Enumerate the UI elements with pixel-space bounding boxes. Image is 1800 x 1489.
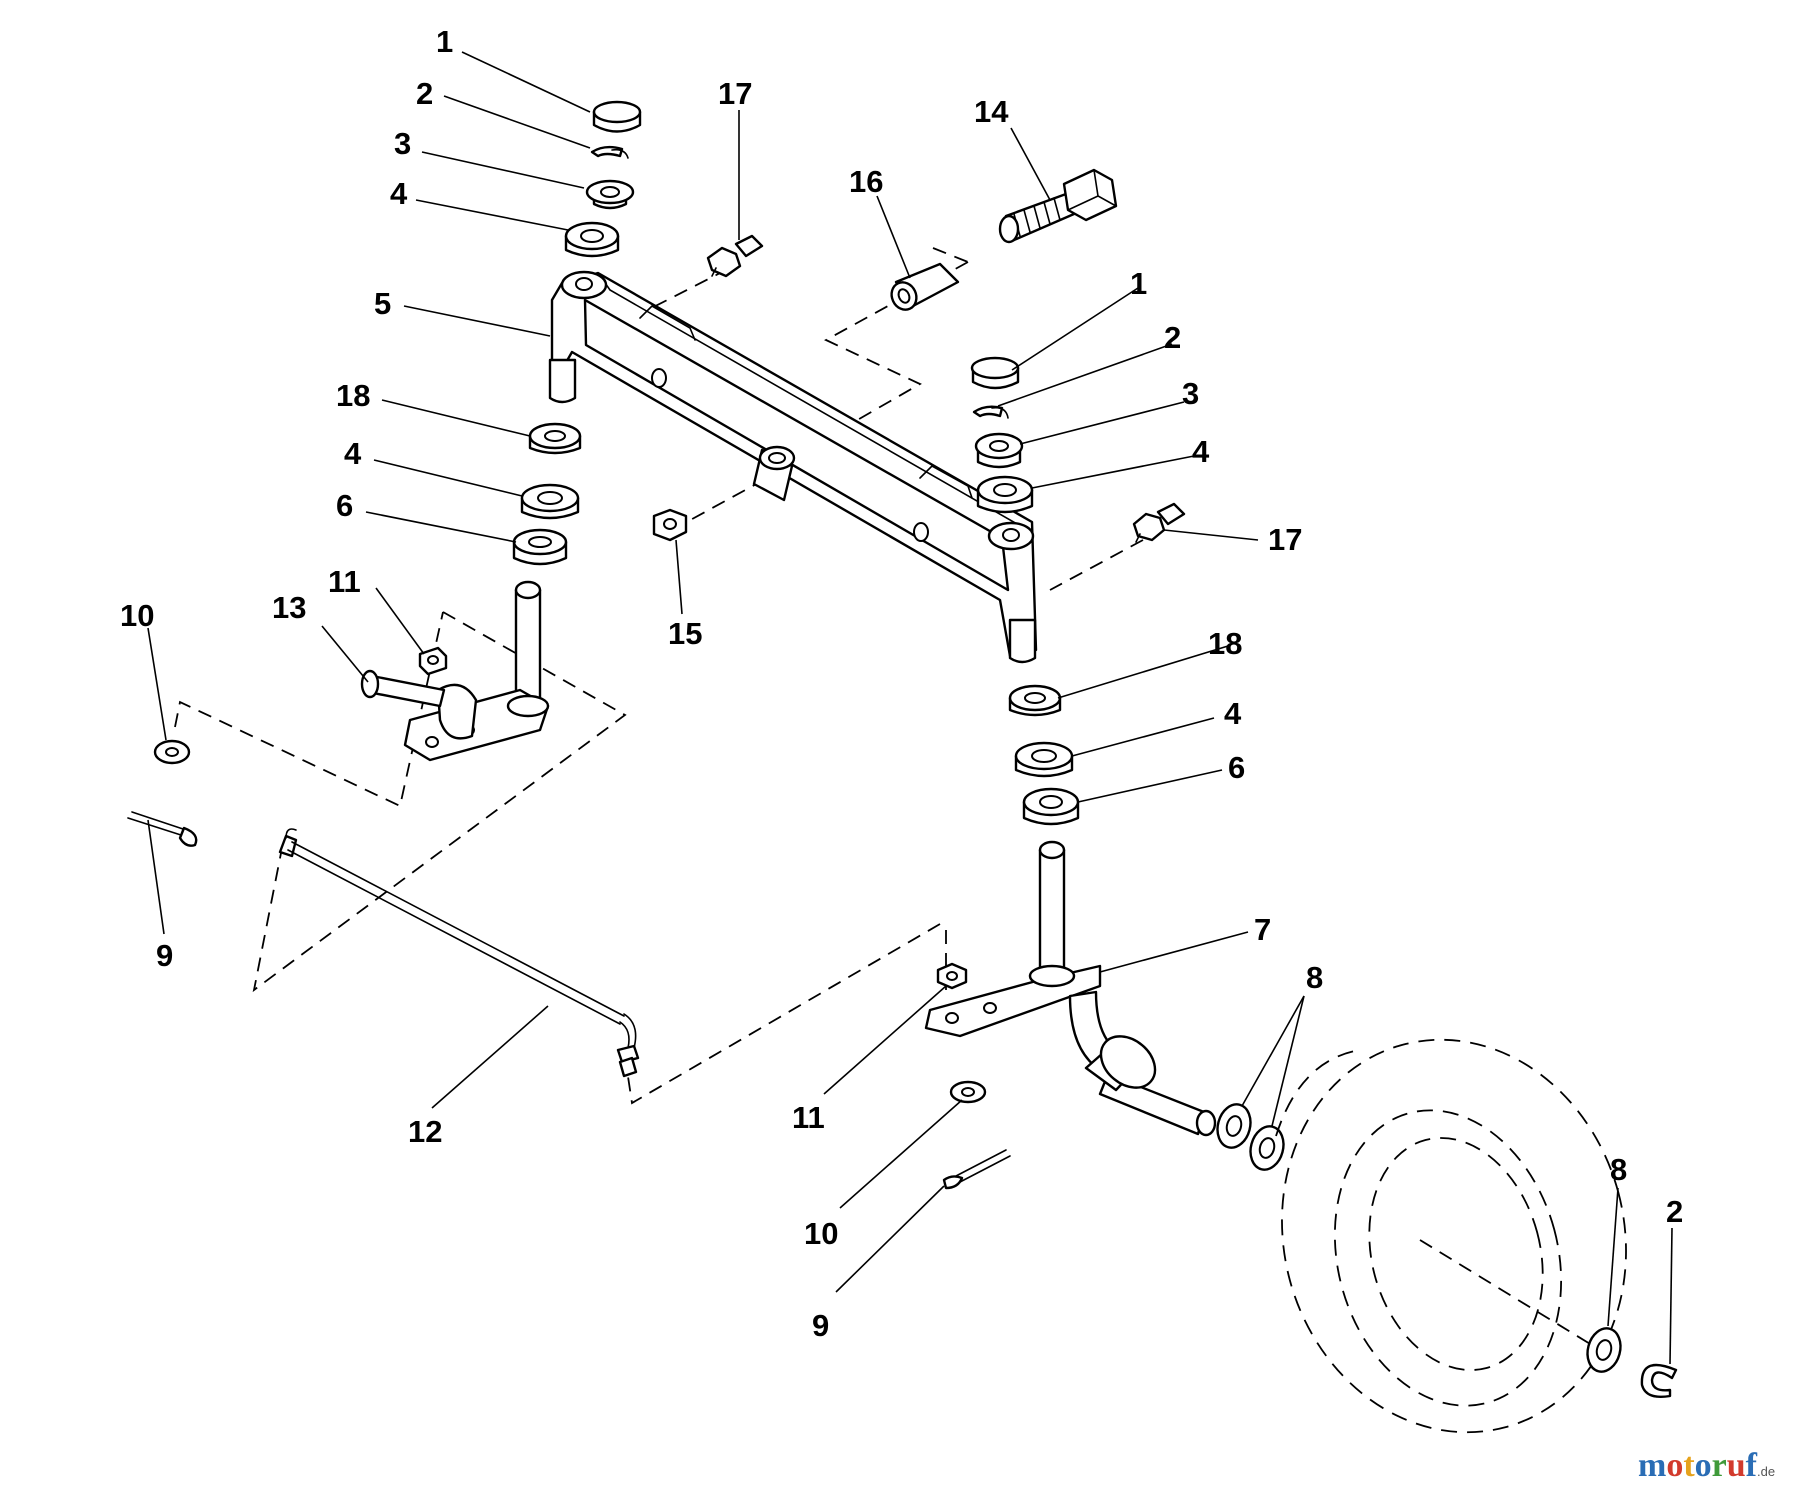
bolt	[998, 168, 1118, 244]
callout-14: 14	[974, 94, 1009, 129]
callout-10-right: 10	[804, 1216, 838, 1251]
callout-4-top-left: 4	[390, 176, 408, 211]
grease-fitting-top	[706, 234, 764, 278]
grease-fitting-right	[1132, 502, 1186, 543]
callout-11-left: 11	[328, 564, 361, 599]
left-washer-cotter	[127, 739, 198, 847]
watermark-letter: r	[1712, 1447, 1727, 1484]
callout-17-right: 17	[1268, 522, 1302, 557]
watermark-letter: m	[1638, 1447, 1666, 1484]
wheel-outline	[1275, 1038, 1627, 1434]
callout-8-wheel: 8	[1610, 1152, 1627, 1187]
wheel-washer-clip	[1586, 1327, 1678, 1399]
tie-rod	[278, 828, 640, 1078]
top-right-pivot-stack	[970, 356, 1034, 514]
callout-2-wheel: 2	[1666, 1194, 1683, 1229]
callout-8-axle: 8	[1306, 960, 1323, 995]
callout-18-right: 18	[1208, 626, 1242, 661]
callout-3-top-right: 3	[1182, 376, 1199, 411]
nut	[652, 508, 688, 542]
callout-12: 12	[408, 1114, 442, 1149]
callout-13: 13	[272, 590, 306, 625]
right-spindle	[924, 840, 1217, 1137]
callout-10-left: 10	[120, 598, 154, 633]
watermark-logo: motoruf.de	[1638, 1447, 1775, 1484]
watermark-letter: f	[1746, 1447, 1758, 1484]
callout-4-right: 4	[1224, 696, 1242, 731]
bushing	[890, 262, 960, 311]
callout-3-top-left: 3	[394, 126, 411, 161]
callout-9-left: 9	[156, 938, 173, 973]
callout-4-left: 4	[344, 436, 362, 471]
leader-lines	[147, 51, 1673, 1365]
callout-11-right: 11	[792, 1100, 825, 1135]
callout-1-top-right: 1	[1130, 266, 1147, 301]
callout-9-right: 9	[812, 1308, 829, 1343]
callout-numbers: 1 2 3 4 17 14 16 5 18 4 6 1 2 3 4 17 15 …	[120, 24, 1683, 1343]
callout-2-top-right: 2	[1164, 320, 1181, 355]
right-hardware	[936, 962, 1011, 1190]
callout-5: 5	[374, 286, 391, 321]
watermark-letter: o	[1695, 1447, 1712, 1484]
axle-beam	[548, 270, 1038, 664]
callout-15: 15	[668, 616, 702, 651]
assembly-lines	[174, 247, 1601, 1351]
right-lower-stack	[1008, 684, 1080, 826]
callout-17-top: 17	[718, 76, 752, 111]
callout-18-left: 18	[336, 378, 370, 413]
left-lower-stack	[512, 422, 582, 566]
watermark-letter: u	[1727, 1447, 1746, 1484]
left-spindle	[360, 580, 550, 762]
top-left-pivot-stack	[564, 100, 642, 258]
callout-6-left: 6	[336, 488, 353, 523]
watermark-letter: t	[1683, 1447, 1695, 1484]
axle-washers	[1216, 1103, 1285, 1171]
callout-2-top-left: 2	[416, 76, 433, 111]
callout-7: 7	[1254, 912, 1271, 947]
watermark-letter: o	[1666, 1447, 1683, 1484]
callout-1-top-left: 1	[436, 24, 453, 59]
callout-4-top-right: 4	[1192, 434, 1210, 469]
callout-6-right: 6	[1228, 750, 1245, 785]
callout-16: 16	[849, 164, 883, 199]
watermark-suffix: .de	[1757, 1464, 1775, 1479]
